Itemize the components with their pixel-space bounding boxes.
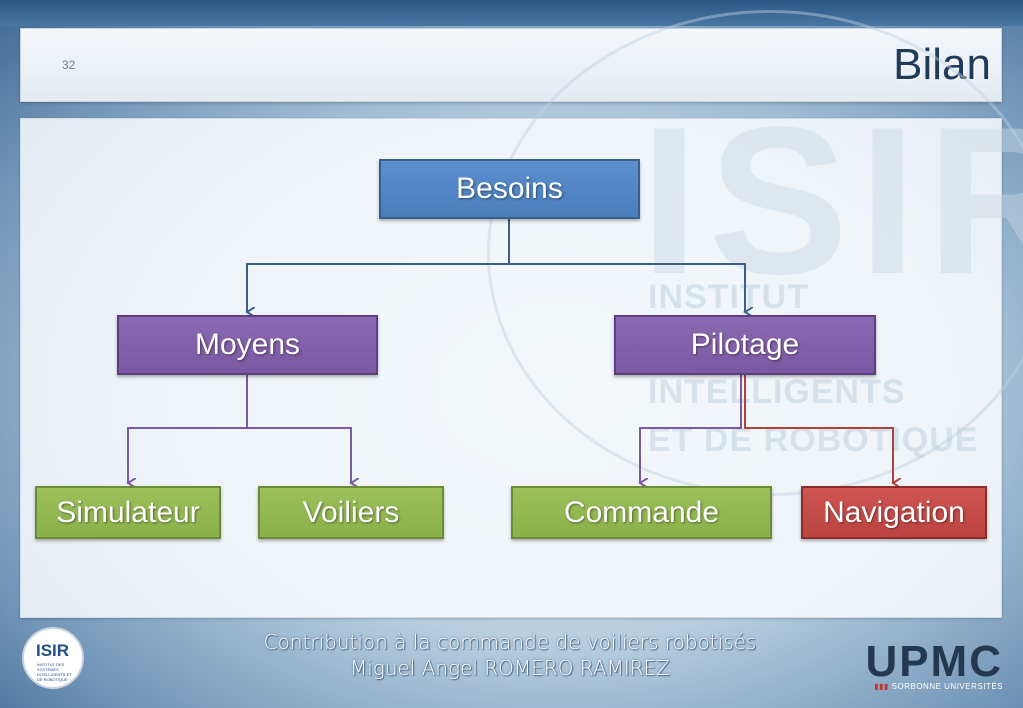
- node-navigation: Navigation: [801, 486, 987, 539]
- edge-pilotage-commande: [640, 375, 742, 483]
- node-simulateur: Simulateur: [35, 486, 221, 539]
- isir-logo-word: ISIR: [36, 641, 70, 660]
- upmc-logo-subtitle-text: SORBONNE UNIVERSITÉS: [891, 682, 1003, 691]
- edge-moyens-simulateur: [128, 375, 248, 483]
- watermark-big-text: ISIR: [640, 83, 1023, 318]
- edge-besoins-pilotage: [509, 263, 745, 312]
- edge-pilotage-navigation: [744, 375, 893, 483]
- edge-moyens-voiliers: [247, 427, 351, 483]
- edge-besoins-moyens: [247, 219, 510, 312]
- upmc-logo-subtitle: ▮▮▮ SORBONNE UNIVERSITÉS: [874, 682, 1003, 691]
- upmc-logo: UPMC ▮▮▮ SORBONNE UNIVERSITÉS: [863, 640, 1003, 692]
- isir-logo-subtitle: INSTITUT DES SYSTÈMES INTELLIGENTS ET DE…: [37, 662, 72, 682]
- node-commande: Commande: [511, 486, 772, 539]
- node-moyens: Moyens: [117, 315, 378, 375]
- footer-title: Contribution à la commande de voiliers r…: [263, 630, 757, 654]
- watermark-line-1: INSTITUT: [648, 278, 809, 316]
- node-voiliers: Voiliers: [258, 486, 444, 539]
- slide-number: 32: [62, 58, 76, 72]
- footer-author: Miguel Angel ROMERO RAMIREZ: [350, 656, 670, 680]
- node-besoins: Besoins: [379, 159, 640, 219]
- isir-logo: ISIR INSTITUT DES SYSTÈMES INTELLIGENTS …: [22, 627, 84, 689]
- node-pilotage: Pilotage: [614, 315, 876, 375]
- upmc-logo-word: UPMC: [865, 637, 1003, 686]
- watermark-line-2: INTELLIGENTS: [648, 373, 906, 411]
